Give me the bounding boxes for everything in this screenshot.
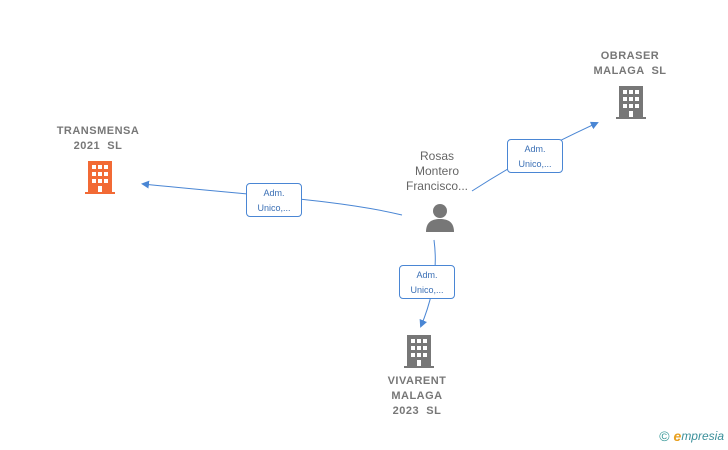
brand-name: mpresia bbox=[681, 429, 724, 443]
copyright-icon: © bbox=[659, 428, 670, 444]
empresia-logo[interactable]: © e mpresia bbox=[659, 428, 724, 444]
transmensa-label[interactable]: TRANSMENSA 2021 SL bbox=[56, 125, 140, 152]
edge-label-transmensa[interactable]: Adm. Unico,... bbox=[246, 183, 302, 217]
edge-label-role: Adm. bbox=[263, 188, 285, 198]
person-label[interactable]: Rosas Montero Francisco... bbox=[405, 149, 468, 193]
edge-label-detail: Unico,... bbox=[518, 159, 552, 169]
edge-label-obraser[interactable]: Adm. Unico,... bbox=[507, 139, 563, 173]
vivarent-node[interactable]: VIVARENT MALAGA 2023 SL bbox=[357, 374, 477, 419]
vivarent-label[interactable]: VIVARENT MALAGA 2023 SL bbox=[387, 375, 447, 417]
vivarent-building-icon[interactable] bbox=[404, 335, 434, 368]
transmensa-building-icon[interactable] bbox=[85, 161, 115, 194]
obraser-building-icon[interactable] bbox=[616, 86, 646, 119]
edge-label-detail: Unico,... bbox=[410, 285, 444, 295]
transmensa-node[interactable]: TRANSMENSA 2021 SL bbox=[38, 124, 158, 154]
obraser-label[interactable]: OBRASER MALAGA SL bbox=[593, 50, 667, 77]
brand-initial: e bbox=[673, 428, 682, 444]
person-node[interactable]: Rosas Montero Francisco... bbox=[387, 149, 487, 194]
edge-label-detail: Unico,... bbox=[257, 203, 291, 213]
edge-label-role: Adm. bbox=[524, 144, 546, 154]
person-icon[interactable] bbox=[426, 204, 454, 232]
obraser-node[interactable]: OBRASER MALAGA SL bbox=[570, 49, 690, 79]
edge-label-role: Adm. bbox=[416, 270, 438, 280]
edge-label-vivarent[interactable]: Adm. Unico,... bbox=[399, 265, 455, 299]
